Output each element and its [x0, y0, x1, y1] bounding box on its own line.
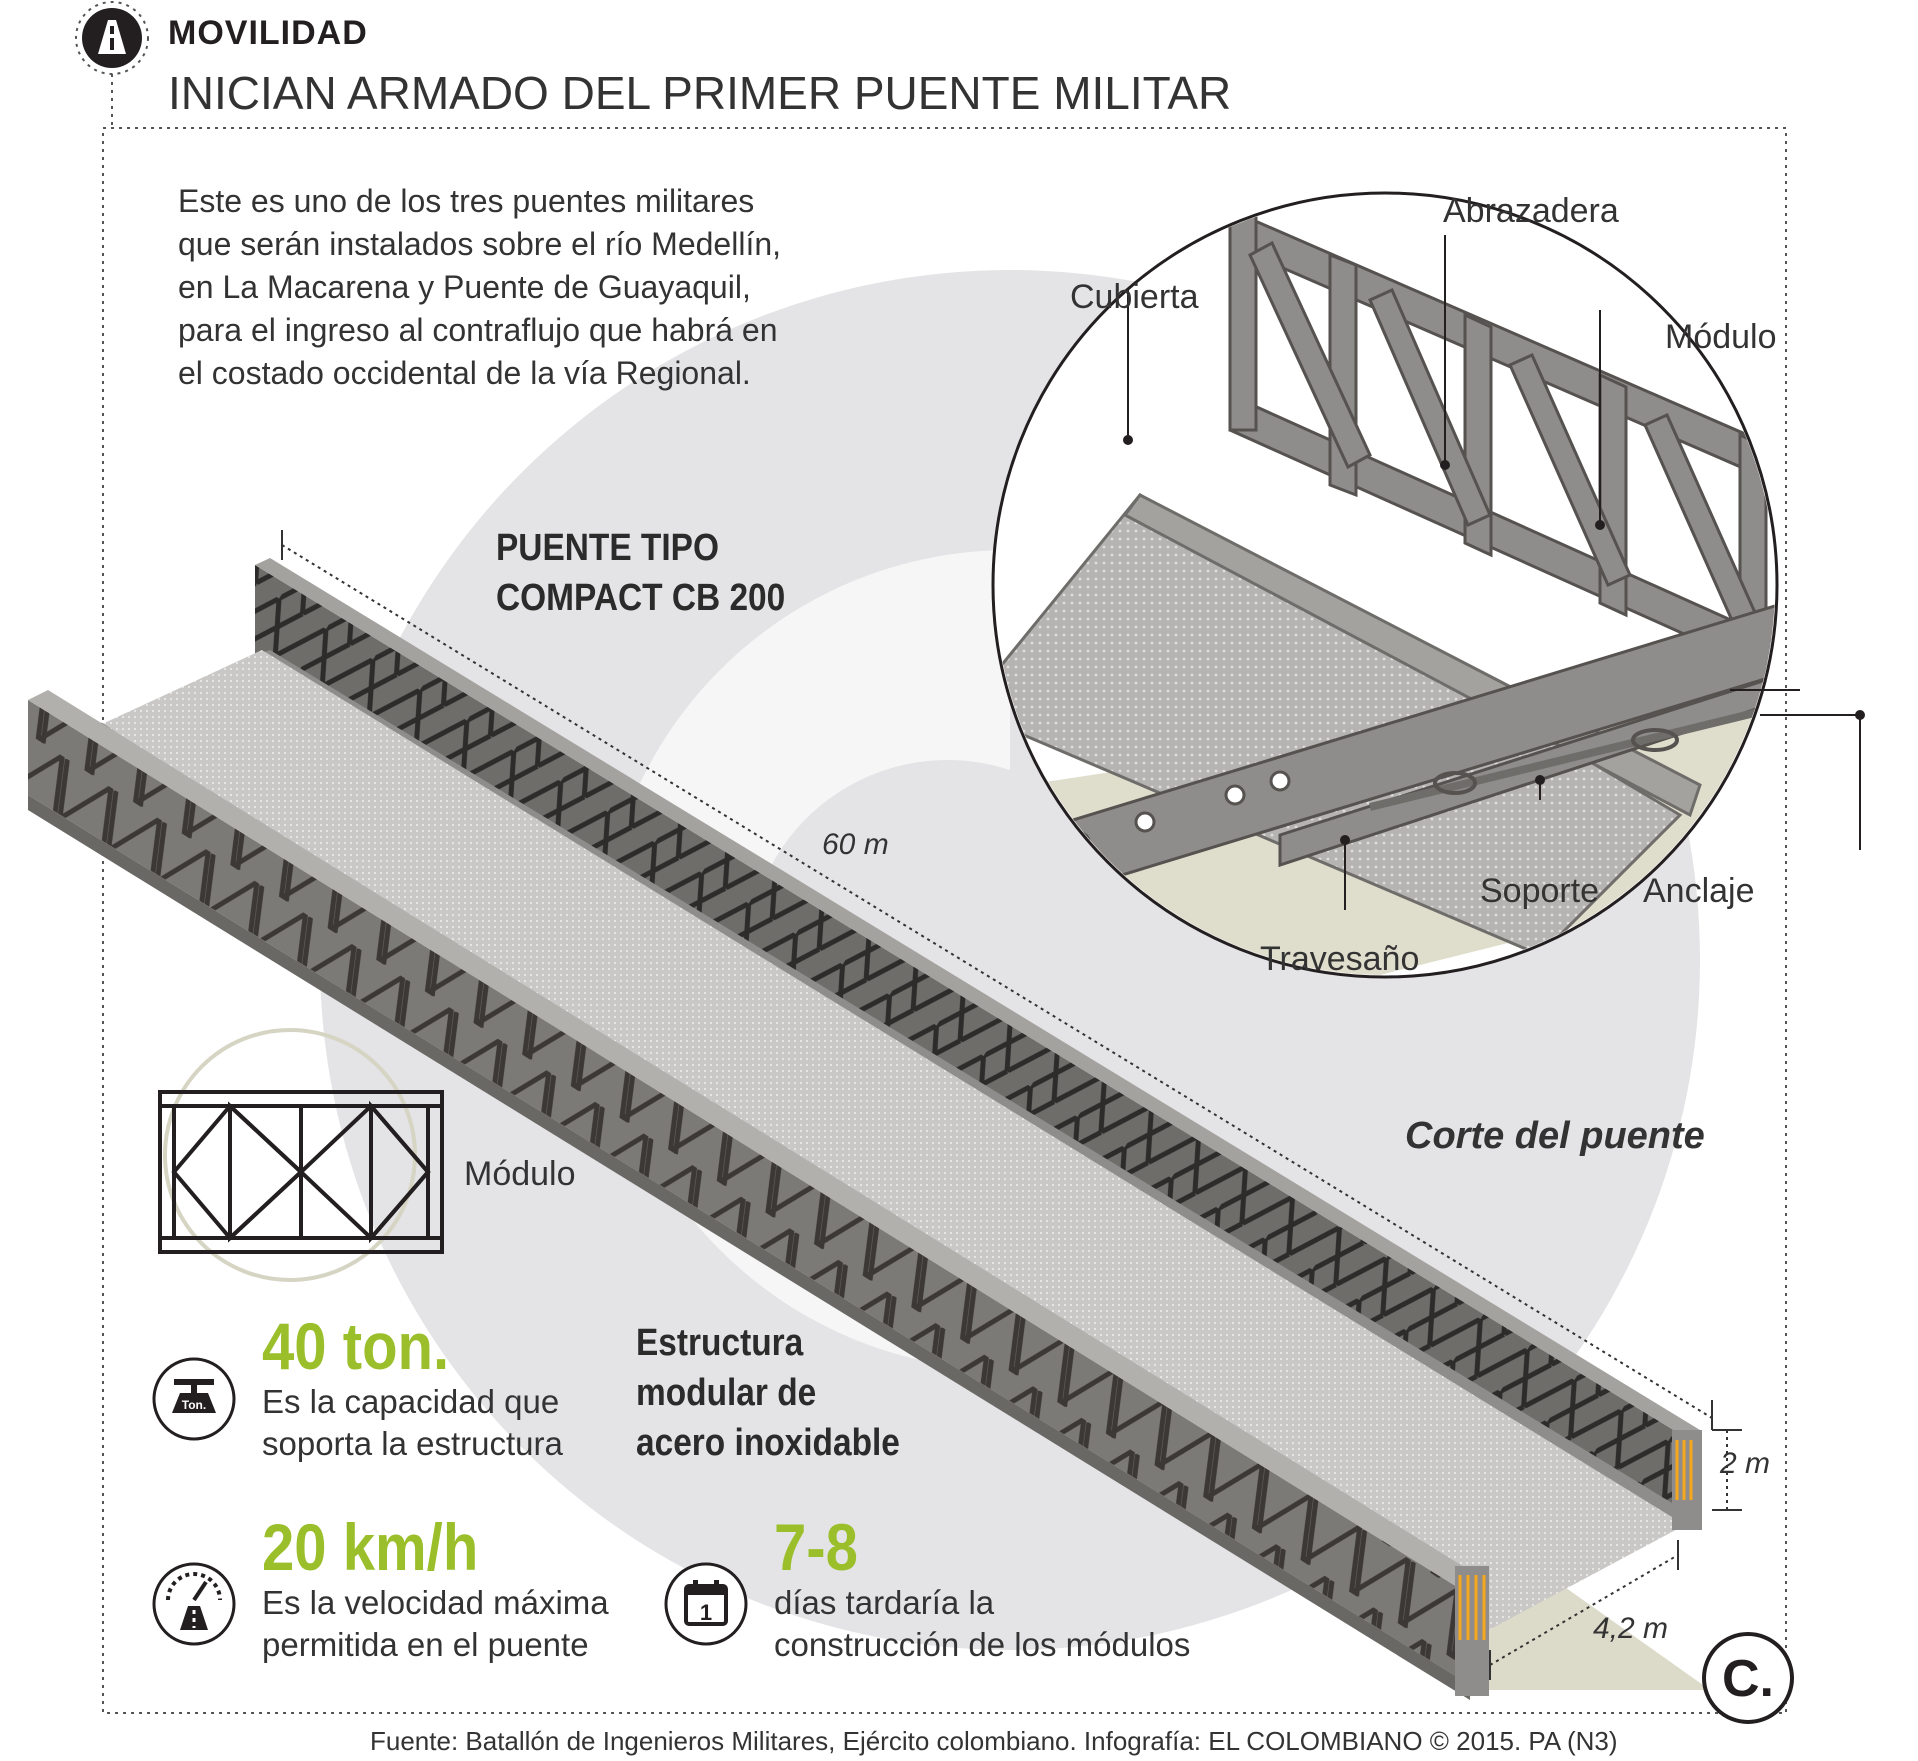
intro-line: en La Macarena y Puente de Guayaquil, — [178, 269, 751, 305]
calendar-icon: 1 — [664, 1562, 748, 1646]
detail-circle — [991, 191, 1865, 979]
section-label: MOVILIDAD — [168, 14, 368, 52]
structure-text: Estructura modular de acero inoxidable — [636, 1318, 900, 1468]
days-value: 7-8 — [774, 1510, 858, 1584]
label-anclaje: Anclaje — [1643, 872, 1755, 910]
structure-line: Estructura — [636, 1322, 804, 1364]
intro-line: para el ingreso al contraflujo que habrá… — [178, 312, 778, 348]
structure-line: acero inoxidable — [636, 1422, 900, 1464]
width-label: 4,2 m — [1593, 1612, 1669, 1645]
weight-icon-text: Ton. — [182, 1398, 206, 1412]
days-description: días tardaría la construcción de los mód… — [774, 1582, 1190, 1666]
capacity-description: Es la capacidad que soporta la estructur… — [262, 1381, 563, 1465]
label-travesano: Travesaño — [1260, 940, 1420, 978]
days-line: construcción de los módulos — [774, 1626, 1191, 1663]
module-diagram-label: Módulo — [464, 1155, 576, 1193]
intro-line: que serán instalados sobre el río Medell… — [178, 226, 782, 262]
logo-text: C. — [1722, 1650, 1774, 1708]
speed-line: permitida en el puente — [262, 1626, 589, 1663]
label-soporte: Soporte — [1480, 872, 1600, 910]
intro-line: Este es uno de los tres puentes militare… — [178, 183, 755, 219]
source-credit: Fuente: Batallón de Ingenieros Militares… — [370, 1726, 1618, 1756]
detail-caption: Corte del puente — [1405, 1115, 1705, 1157]
speed-description: Es la velocidad máxima permitida en el p… — [262, 1582, 609, 1666]
info-icon — [82, 8, 142, 68]
days-line: días tardaría la — [774, 1584, 995, 1621]
intro-line: el costado occidental de la vía Regional… — [178, 355, 751, 391]
label-modulo: Módulo — [1665, 318, 1777, 356]
module-diagram — [158, 1028, 444, 1282]
speedometer-icon — [152, 1562, 236, 1646]
length-label: 60 m — [822, 828, 889, 861]
label-abrazadera: Abrazadera — [1443, 192, 1619, 230]
intro-text: Este es uno de los tres puentes militare… — [178, 180, 838, 395]
speed-line: Es la velocidad máxima — [262, 1584, 609, 1621]
speed-value: 20 km/h — [262, 1510, 479, 1584]
page-title: INICIAN ARMADO DEL PRIMER PUENTE MILITAR — [168, 67, 1232, 119]
capacity-line: soporta la estructura — [262, 1425, 563, 1462]
structure-line: modular de — [636, 1372, 817, 1414]
weight-icon: Ton. — [152, 1357, 236, 1441]
bridge-type-line: COMPACT CB 200 — [496, 577, 786, 619]
label-cubierta: Cubierta — [1070, 278, 1199, 316]
el-colombiano-logo: C. — [1702, 1632, 1794, 1724]
capacity-line: Es la capacidad que — [262, 1383, 560, 1420]
calendar-icon-text: 1 — [700, 1600, 712, 1625]
bridge-type-line: PUENTE TIPO — [496, 527, 719, 569]
capacity-value: 40 ton. — [262, 1309, 450, 1383]
height-label: 2 m — [1720, 1447, 1771, 1480]
bridge-type-title: PUENTE TIPO COMPACT CB 200 — [496, 523, 785, 623]
